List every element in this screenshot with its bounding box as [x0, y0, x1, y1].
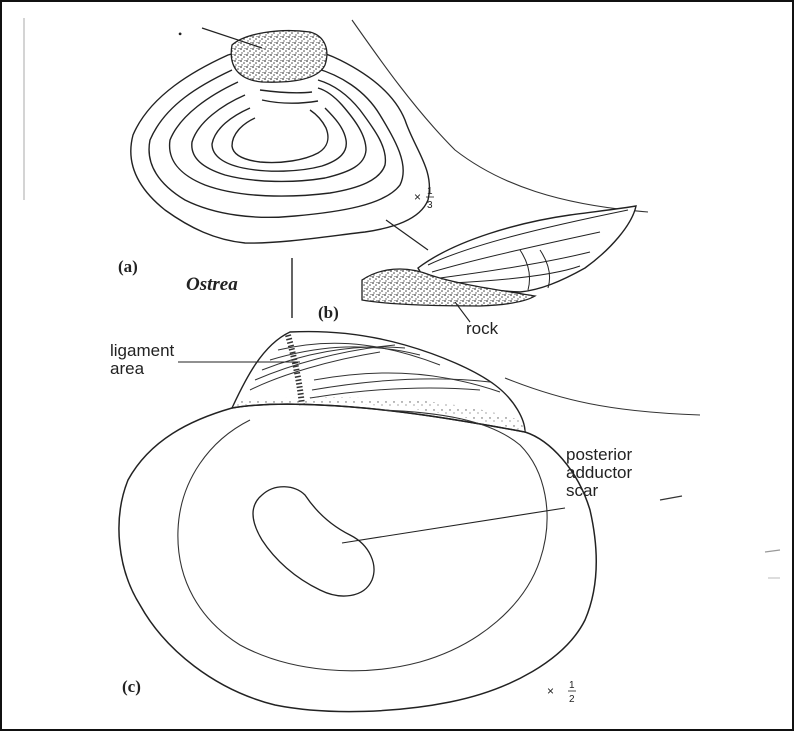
shell-b — [362, 206, 636, 306]
label-scar-line1: posterior — [566, 445, 632, 464]
scale-c-den: 2 — [569, 694, 575, 705]
stray-mark-1 — [660, 496, 682, 500]
panel-label-a: (a) — [118, 257, 138, 276]
connector-a-b — [386, 220, 428, 250]
panel-label-c: (c) — [122, 677, 141, 696]
stray-mark-2 — [765, 550, 780, 552]
asterisk-mark: • — [178, 27, 182, 41]
scale-c-times: × — [547, 684, 554, 698]
outline-line-c — [505, 378, 700, 415]
genus-name: Ostrea — [186, 274, 238, 295]
panel-label-b: (b) — [318, 303, 339, 322]
scale-c-num: 1 — [569, 680, 575, 691]
scale-a-num: 1 — [427, 186, 433, 197]
label-ligament-line2: area — [110, 359, 145, 378]
pointer-line-scar — [342, 508, 565, 543]
outline-line-a — [352, 20, 648, 212]
label-rock: rock — [466, 319, 499, 338]
label-scar-line3: scar — [566, 481, 598, 500]
label-scar-line2: adductor — [566, 463, 632, 482]
shell-c — [119, 332, 596, 712]
umbo-a-stipple — [231, 31, 327, 83]
scale-a-den: 3 — [427, 200, 433, 211]
scale-a-times: × — [414, 190, 421, 204]
label-ligament-line1: ligament — [110, 341, 175, 360]
